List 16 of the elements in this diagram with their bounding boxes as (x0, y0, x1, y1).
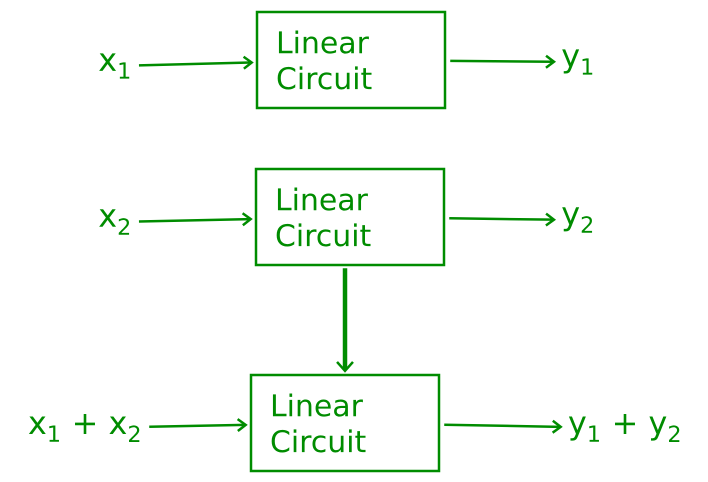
arrow (449, 212, 556, 227)
process-box: Linear Circuit (250, 374, 440, 472)
signal-label: x$_{1}$ + x$_{2}$ (28, 414, 140, 442)
process-box: Linear Circuit (254, 168, 446, 266)
signal-label: x$_{2}$ (99, 209, 130, 235)
process-box: Linear Circuit (256, 10, 446, 110)
signal-label: y$_{1}$ + y$_{2}$ (568, 414, 680, 442)
arrow (138, 56, 254, 70)
arrow (149, 418, 248, 432)
signal-label: y$_{2}$ (562, 207, 592, 233)
arrow (444, 420, 563, 434)
signal-label: y$_{1}$ (562, 49, 592, 75)
arrow (336, 268, 354, 373)
signal-label: x$_{1}$ (99, 53, 130, 79)
arrow (138, 212, 253, 226)
arrow (450, 54, 556, 69)
